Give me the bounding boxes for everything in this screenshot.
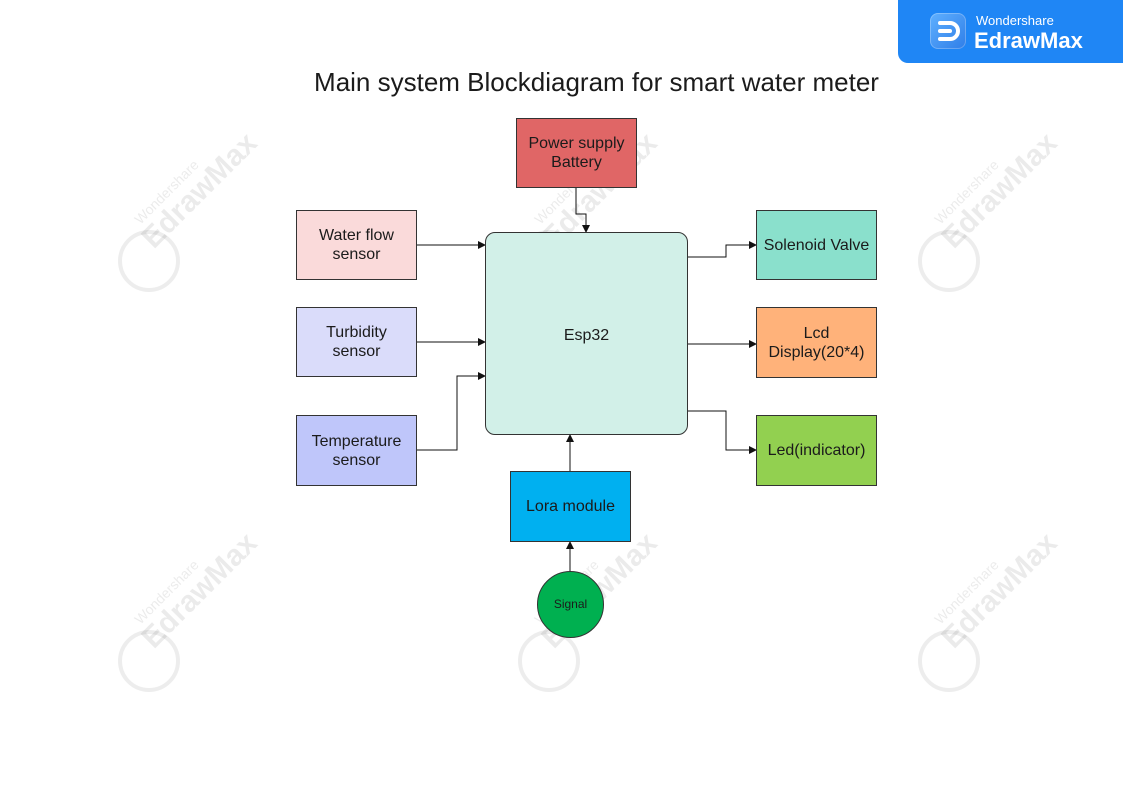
edrawmax-logo-icon <box>930 13 966 49</box>
wire-esp32-to-solenoid <box>688 241 757 258</box>
brand-big-text: EdrawMax <box>974 28 1083 53</box>
wire-esp32-to-led <box>688 410 757 454</box>
water-flow-sensor-block: Water flow sensor <box>296 210 417 280</box>
led-indicator-block: Led(indicator) <box>756 415 877 486</box>
wire-temperature-to-esp32 <box>417 372 486 451</box>
temperature-sensor-block: Temperature sensor <box>296 415 417 486</box>
lcd-display-block: Lcd Display(20*4) <box>756 307 877 378</box>
diagram-title: Main system Blockdiagram for smart water… <box>314 67 879 97</box>
solenoid-valve-block: Solenoid Valve <box>756 210 877 280</box>
turbidity-sensor-block: Turbidity sensor <box>296 307 417 377</box>
signal-node: Signal <box>537 571 604 638</box>
edrawmax-badge: Wondershare EdrawMax <box>898 0 1123 63</box>
lora-module-block: Lora module <box>510 471 631 542</box>
power-supply-block: Power supply Battery <box>516 118 637 188</box>
esp32-block: Esp32 <box>485 232 688 435</box>
brand-small-text: Wondershare <box>976 13 1054 28</box>
wire-power-to-esp32 <box>575 188 590 233</box>
